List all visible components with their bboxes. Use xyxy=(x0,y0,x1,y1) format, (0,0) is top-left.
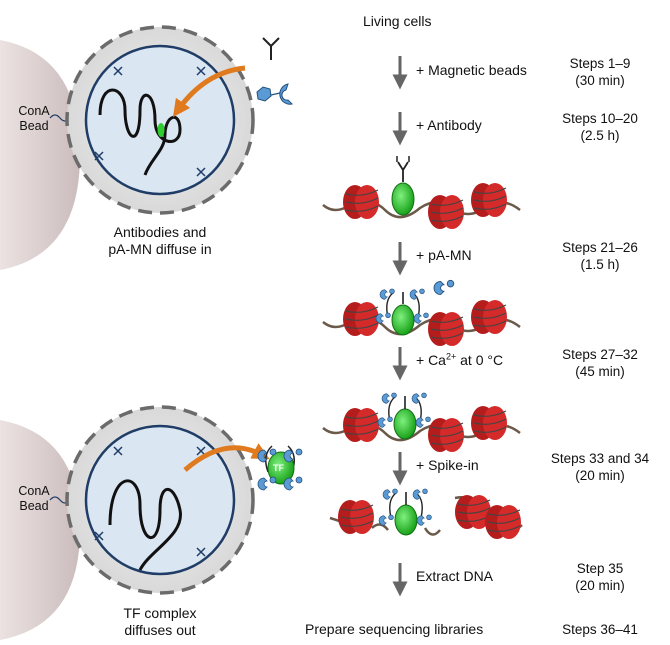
header-title: Living cells xyxy=(363,13,432,29)
final-range: Steps 36–41 xyxy=(562,622,638,637)
step-info-3: Steps 21–26 (1.5 h) xyxy=(540,239,660,273)
step-info-2: Steps 10–20 (2.5 h) xyxy=(540,110,660,144)
step-time-1: (30 min) xyxy=(575,73,625,88)
tf-complex-out-icon xyxy=(257,445,303,491)
step-action-1: + Magnetic beads xyxy=(416,62,527,78)
step-action-4-sup: 2+ xyxy=(445,351,457,362)
tf-label: TF xyxy=(273,463,284,473)
antibody-icon xyxy=(262,37,280,60)
step-range-1: Steps 1–9 xyxy=(569,56,631,71)
bead-label-top-line2: Bead xyxy=(19,119,49,133)
bead-label-bottom-line1: ConA xyxy=(18,484,50,498)
step-action-4: + Ca2+ at 0 °C xyxy=(416,352,503,369)
step-range-2: Steps 10–20 xyxy=(562,111,638,126)
step-time-6: (20 min) xyxy=(575,578,625,593)
bead-label-top-line1: ConA xyxy=(18,104,50,118)
chromatin-antibody-bound xyxy=(322,156,521,230)
step-time-2: (2.5 h) xyxy=(580,128,620,143)
nuclear-pores-top xyxy=(94,66,206,177)
step-time-5: (20 min) xyxy=(575,468,625,483)
bead-label-bottom-line2: Bead xyxy=(19,499,49,513)
pa-mn-icon xyxy=(256,83,294,105)
cona-bead-top xyxy=(0,40,80,270)
step-action-5: + Spike-in xyxy=(416,457,479,473)
chromatin-bottom xyxy=(108,479,182,571)
bead-label-top: ConA Bead xyxy=(14,104,54,134)
caption-top-line1: Antibodies and xyxy=(113,224,207,240)
chromatin-top xyxy=(98,88,182,176)
step-info-1: Steps 1–9 (30 min) xyxy=(540,55,660,89)
tf-in-nucleus xyxy=(157,123,165,137)
step-time-4: (45 min) xyxy=(575,364,625,379)
caption-bottom-line1: TF complex xyxy=(123,605,197,621)
caption-top-line2: pA-MN diffuse in xyxy=(108,241,212,257)
step-action-6: Extract DNA xyxy=(416,568,494,584)
bead-label-bottom: ConA Bead xyxy=(14,484,54,514)
chromatin-cleaved xyxy=(322,392,521,453)
diffuse-out-arrow xyxy=(183,443,270,472)
step-action-3: + pA-MN xyxy=(416,247,472,263)
step-action-4-prefix: + Ca xyxy=(416,352,446,368)
step-info-4: Steps 27–32 (45 min) xyxy=(540,346,660,380)
step-range-5: Steps 33 and 34 xyxy=(550,451,650,466)
step-range-6: Step 35 xyxy=(576,561,624,576)
step-range-4: Steps 27–32 xyxy=(562,347,638,362)
step-info-6: Step 35 (20 min) xyxy=(540,560,660,594)
final-action: Prepare sequencing libraries xyxy=(305,621,484,637)
nucleus-top xyxy=(84,44,236,196)
caption-bottom: TF complex diffuses out xyxy=(70,605,250,639)
caption-bottom-line2: diffuses out xyxy=(124,622,196,638)
step-action-4-suffix: at 0 °C xyxy=(456,352,504,368)
diffuse-in-arrow xyxy=(172,65,246,118)
cona-bead-bottom xyxy=(0,420,80,640)
chromatin-pamn-bound xyxy=(322,288,521,347)
released-fragments xyxy=(329,488,523,540)
step-range-3: Steps 21–26 xyxy=(562,240,638,255)
step-info-5: Steps 33 and 34 (20 min) xyxy=(540,450,660,484)
caption-top: Antibodies and pA-MN diffuse in xyxy=(70,224,250,258)
free-pa-mn-icon xyxy=(433,279,455,296)
top-cell-panel xyxy=(0,25,294,270)
bottom-cell-panel xyxy=(0,405,303,640)
step-action-2: + Antibody xyxy=(416,117,482,133)
nuclear-pores-bottom xyxy=(94,446,206,557)
step-time-3: (1.5 h) xyxy=(580,257,620,272)
